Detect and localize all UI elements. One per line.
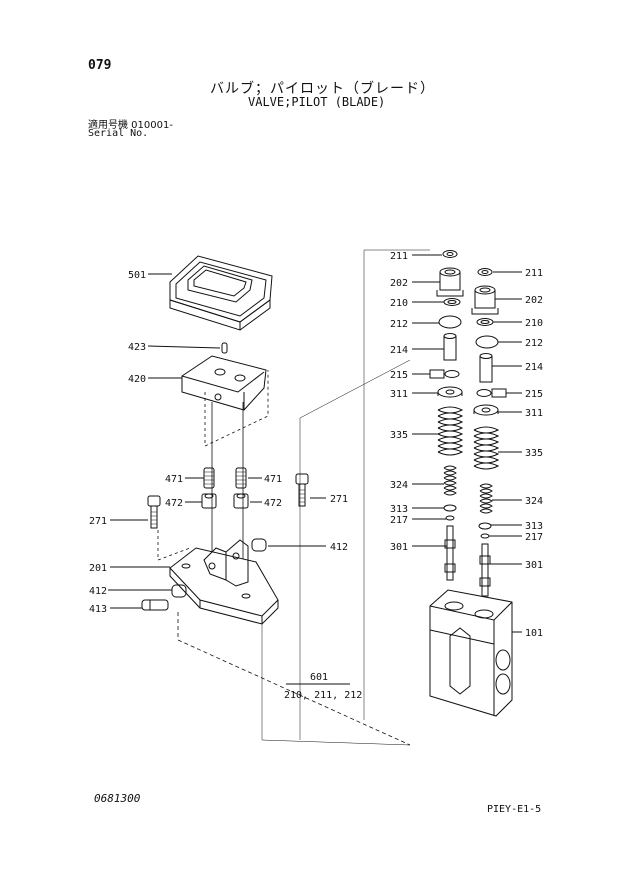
label-201: 201: [89, 563, 107, 574]
pin-part-413: [141, 599, 169, 611]
oring-part-210-left: [443, 298, 461, 306]
label-301-left: 301: [390, 542, 408, 553]
spring-seat-part-311-right: [473, 404, 499, 416]
label-420: 420: [128, 374, 146, 385]
label-471-left: 471: [165, 474, 183, 485]
page-code: PIEY-E1-5: [487, 804, 542, 815]
plug-part-202-right: [471, 285, 499, 315]
label-271-right: 271: [330, 494, 348, 505]
label-301-right: 301: [525, 560, 543, 571]
label-313-left: 313: [390, 504, 408, 515]
serial-label-japanese: 適用号機 010001-: [88, 120, 173, 131]
label-217-left: 217: [390, 515, 408, 526]
label-212-left: 212: [390, 319, 408, 330]
label-311-left: 311: [390, 389, 408, 400]
label-271-left: 271: [89, 516, 107, 527]
label-210-right: 210: [525, 318, 543, 329]
oring-part-210-right: [476, 318, 494, 326]
label-101: 101: [525, 628, 543, 639]
bolt-part-271-right: [295, 473, 309, 507]
serial-label-english: Serial No.: [88, 128, 149, 139]
document-number: 0681300: [94, 792, 141, 805]
bushing-part-214-left: [443, 333, 457, 361]
bushing-part-214-right: [479, 353, 493, 383]
spring-part-335-right: [473, 426, 500, 470]
label-501: 501: [128, 270, 146, 281]
label-214-right: 214: [525, 362, 543, 373]
label-211-right: 211: [525, 268, 543, 279]
ring-part-217-right: [480, 533, 490, 539]
label-211-left: 211: [390, 251, 408, 262]
label-412-lower: 412: [89, 586, 107, 597]
plate-part-420: [181, 355, 267, 411]
setscrew-part-471-right: [235, 467, 247, 489]
spring-part-324-right: [479, 483, 493, 514]
label-215-left: 215: [390, 370, 408, 381]
label-335-left: 335: [390, 430, 408, 441]
label-210-left: 210: [390, 298, 408, 309]
ring-part-215-right: [476, 388, 507, 398]
setscrew-part-471-left: [203, 467, 215, 489]
seal-part-211-left: [442, 250, 458, 258]
nut-part-472-right: [233, 493, 249, 509]
label-313-right: 313: [525, 521, 543, 532]
pin-part-423: [221, 342, 228, 354]
spring-part-324-left: [443, 465, 457, 496]
part-labels: 501 423 420 471 471 472 472 271 271 412 …: [89, 251, 543, 701]
label-412-upper: 412: [330, 542, 348, 553]
label-423: 423: [128, 342, 146, 353]
label-324-right: 324: [525, 496, 543, 507]
nut-part-472-left: [201, 493, 217, 509]
boot-part-501: [169, 255, 273, 331]
kit-contents-label: 210, 211, 212: [284, 690, 362, 701]
spring-part-335-left: [437, 406, 464, 456]
oring-part-212-right: [475, 335, 499, 349]
plug-part-202-left: [436, 267, 464, 297]
ring-part-217-left: [445, 515, 455, 521]
label-212-right: 212: [525, 338, 543, 349]
valve-body-part-101: [429, 589, 513, 717]
label-472-left: 472: [165, 498, 183, 509]
label-472-right: 472: [264, 498, 282, 509]
seal-part-211-right: [477, 268, 493, 276]
label-217-right: 217: [525, 532, 543, 543]
spool-part-301-left: [444, 525, 456, 581]
ring-part-215-left: [429, 369, 460, 379]
label-471-right: 471: [264, 474, 282, 485]
label-601: 601: [310, 672, 328, 683]
washer-part-313-left: [443, 504, 457, 512]
title-japanese: バルブ；パイロット（ブレード）: [210, 81, 435, 97]
label-311-right: 311: [525, 408, 543, 419]
label-202-left: 202: [390, 278, 408, 289]
title-english: VALVE;PILOT (BLADE): [248, 95, 386, 109]
label-324-left: 324: [390, 480, 408, 491]
label-335-right: 335: [525, 448, 543, 459]
bolt-part-271-left: [147, 495, 161, 529]
spool-part-301-right: [479, 543, 491, 597]
washer-part-313-right: [478, 522, 492, 530]
spring-seat-part-311-left: [437, 386, 463, 398]
page-number: 079: [88, 58, 112, 73]
label-215-right: 215: [525, 389, 543, 400]
label-202-right: 202: [525, 295, 543, 306]
casing-part-201: [169, 539, 279, 625]
pin-part-412-upper: [251, 538, 267, 552]
label-413: 413: [89, 604, 107, 615]
oring-part-212-left: [438, 315, 462, 329]
label-214-left: 214: [390, 345, 408, 356]
